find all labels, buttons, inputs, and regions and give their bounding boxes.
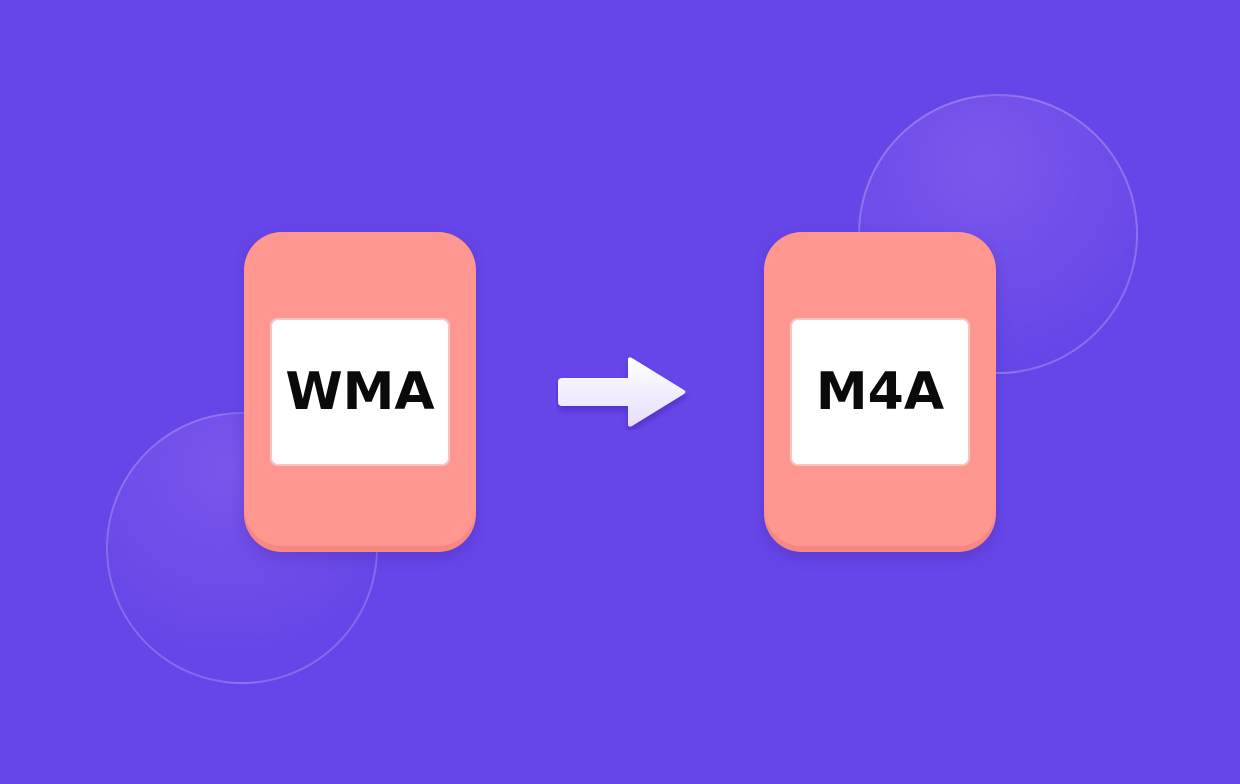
source-format-text: WMA xyxy=(285,362,435,422)
arrow-right-icon xyxy=(558,357,686,427)
source-file-card: WMA xyxy=(244,232,476,552)
source-format-label: WMA xyxy=(270,318,450,466)
target-format-label: M4A xyxy=(790,318,970,466)
target-file-card: M4A xyxy=(764,232,996,552)
target-format-text: M4A xyxy=(815,362,945,422)
